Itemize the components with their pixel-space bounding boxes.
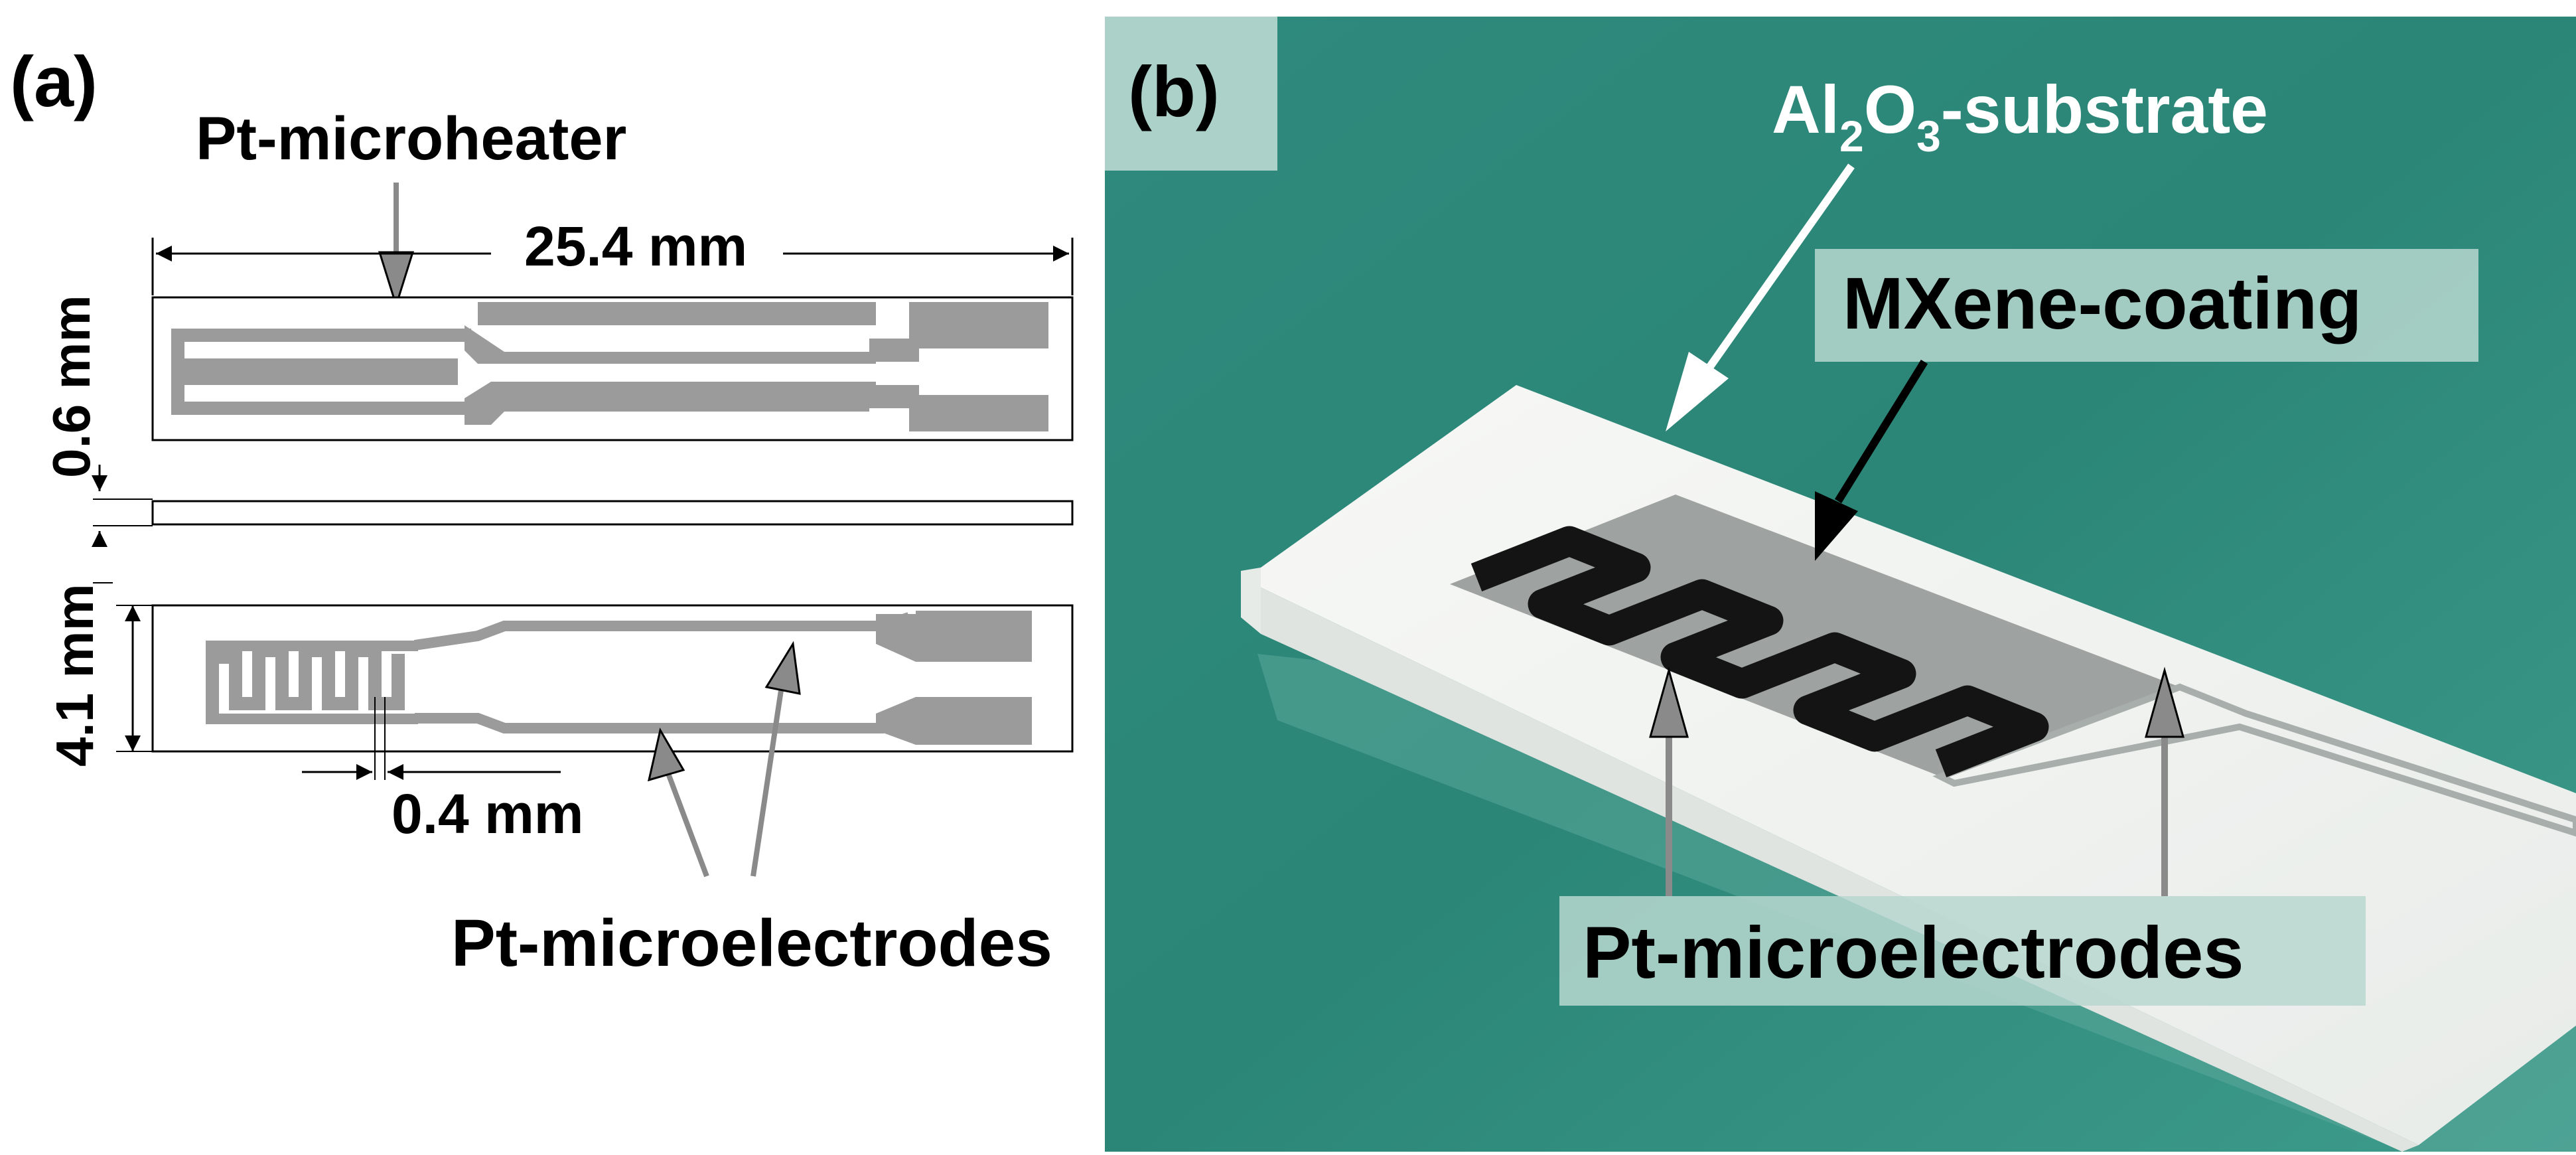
heater-arrow bbox=[378, 183, 415, 309]
electrodes-label-box bbox=[1559, 896, 2366, 1006]
panel-b-label: (b) bbox=[1128, 51, 1220, 131]
electrode-pad-top bbox=[876, 611, 1032, 662]
thickness-dim-label: 0.6 mm bbox=[42, 295, 101, 478]
heater-substrate-top-view bbox=[151, 296, 1074, 441]
substrate-side-edge bbox=[1241, 568, 1261, 634]
width-dimension bbox=[93, 582, 153, 752]
pt-electrode-arrows bbox=[1649, 666, 2184, 896]
panel-a-schematic: (a) Pt-microheater 25.4 mm 0.6 mm bbox=[10, 41, 1074, 980]
substrate-arrow bbox=[1666, 163, 1855, 431]
electrode-substrate-bottom-view bbox=[151, 604, 1074, 753]
heater-lead-bottom bbox=[465, 382, 1048, 431]
length-dimension bbox=[151, 238, 1074, 295]
substrate-side-view bbox=[151, 500, 1074, 526]
substrate-label: Al2O3-substrate bbox=[1772, 72, 2268, 161]
gap-dimension bbox=[302, 697, 561, 780]
coating-arrow bbox=[1815, 359, 1928, 561]
coating-label: MXene-coating bbox=[1843, 263, 2362, 345]
electrodes-label-a: Pt-microelectrodes bbox=[451, 906, 1052, 980]
electrode-arrows bbox=[647, 641, 801, 878]
panel-b-photo: (b) Al2O3-substrate MXene-coating Pt-mic… bbox=[1105, 17, 2576, 1152]
heater-label: Pt-microheater bbox=[196, 105, 626, 173]
substrate-front-edge bbox=[1261, 587, 2419, 1152]
mxene-coating bbox=[1470, 526, 2049, 777]
pt-electrode-trace bbox=[1932, 683, 2576, 837]
panel-a-label: (a) bbox=[10, 41, 98, 121]
interdigitated-electrodes bbox=[206, 644, 405, 720]
heater-serpentine bbox=[171, 329, 471, 415]
electrodes-label-b: Pt-microelectrodes bbox=[1583, 912, 2244, 994]
electrode-pad-bottom bbox=[876, 697, 1032, 745]
length-dim-label: 25.4 mm bbox=[524, 215, 747, 277]
thickness-dimension bbox=[92, 465, 153, 547]
heater-lead-top-pad bbox=[478, 302, 876, 325]
heater-lead-top bbox=[465, 302, 1048, 364]
coating-label-box bbox=[1815, 249, 2478, 362]
panel-b-label-box bbox=[1105, 17, 1277, 171]
gap-dim-label: 0.4 mm bbox=[392, 783, 584, 845]
width-dim-label: 4.1 mm bbox=[45, 583, 104, 767]
